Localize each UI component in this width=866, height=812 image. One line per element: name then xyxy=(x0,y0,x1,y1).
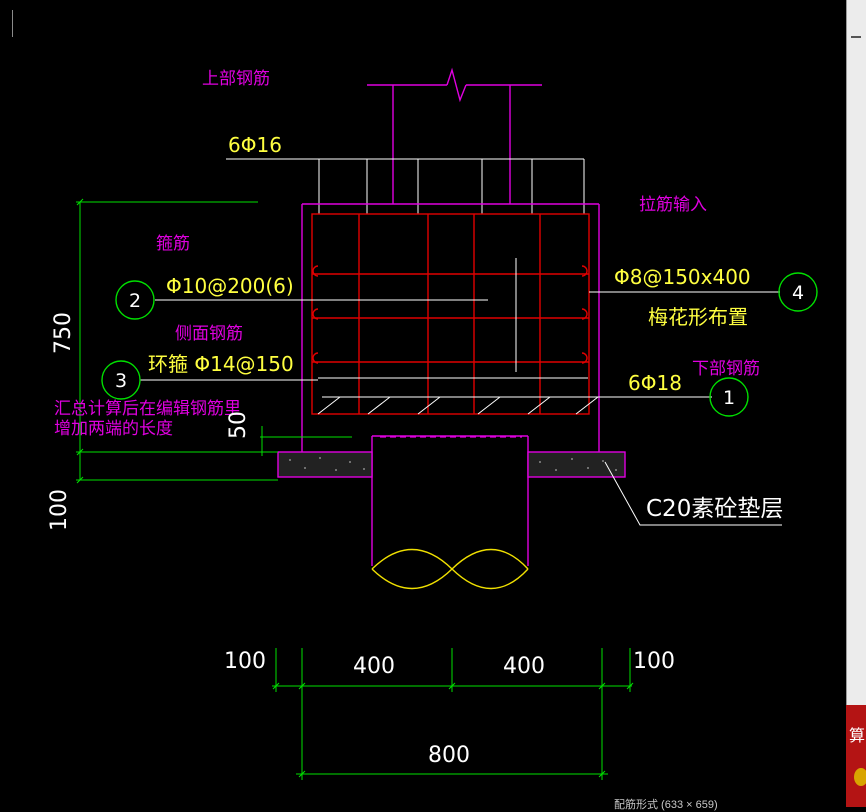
beam-outline xyxy=(301,203,600,566)
spec-tie-rebar-layout: 梅花形布置 xyxy=(648,305,748,329)
dim-cushion-100: 100 xyxy=(47,489,72,531)
dim-left-half-400: 400 xyxy=(353,654,395,679)
label-top-rebar: 上部钢筋 xyxy=(202,69,270,89)
note-line-1: 汇总计算后在编辑钢筋里 xyxy=(54,399,241,419)
dimension-lines xyxy=(76,198,634,780)
stirrup-cage xyxy=(311,213,590,415)
column-break-symbol xyxy=(371,548,529,590)
frame-corner-mark xyxy=(12,10,18,37)
cushion-label: C20素砼垫层 xyxy=(646,496,783,522)
dim-right-half-400: 400 xyxy=(503,654,545,679)
label-tie-rebar-input: 拉筋输入 xyxy=(639,195,707,215)
dim-left-margin-100: 100 xyxy=(224,649,266,674)
note-line-2: 增加两端的长度 xyxy=(54,419,173,439)
callout-number-3: 3 xyxy=(115,370,127,392)
callout-leaders xyxy=(140,299,318,381)
spec-bottom-rebar: 6Φ18 xyxy=(628,371,682,395)
spec-top-rebar: 6Φ16 xyxy=(228,133,282,157)
dim-total-800: 800 xyxy=(428,743,470,768)
label-bottom-rebar: 下部钢筋 xyxy=(692,359,760,379)
callout-circle-2 xyxy=(115,280,155,320)
side-panel-text: 算 xyxy=(849,726,866,745)
spec-tie-rebar: Φ8@150x400 xyxy=(614,265,751,289)
callout-circles xyxy=(101,272,818,417)
side-rebar-hooks xyxy=(312,265,588,364)
callout-circle-1 xyxy=(709,377,749,417)
column-stub xyxy=(367,67,542,204)
label-stirrup: 箍筋 xyxy=(156,234,190,254)
callout-number-1: 1 xyxy=(723,387,735,409)
cushion-leader xyxy=(604,461,782,526)
minimize-icon[interactable] xyxy=(851,36,861,38)
callout-circle-3 xyxy=(101,360,141,400)
label-side-rebar: 侧面钢筋 xyxy=(175,324,243,344)
callout-circle-4 xyxy=(778,272,818,312)
side-badge-icon xyxy=(854,768,866,786)
cad-drawing-area[interactable] xyxy=(0,0,846,807)
callout-number-2: 2 xyxy=(129,290,141,312)
dim-cover-50: 50 xyxy=(226,411,251,439)
dim-height-750: 750 xyxy=(51,312,76,354)
callout-number-4: 4 xyxy=(792,282,804,304)
dim-right-margin-100: 100 xyxy=(633,649,675,674)
top-rebar-leaders xyxy=(226,158,585,214)
status-tooltip: 配筋形式 (633 × 659) xyxy=(614,799,718,811)
cushion-layer xyxy=(277,451,626,478)
bottom-rebar xyxy=(317,396,712,415)
spec-stirrup: Φ10@200(6) xyxy=(166,274,294,298)
side-ad-panel[interactable] xyxy=(846,705,866,807)
side-panel xyxy=(846,0,866,807)
spec-side-rebar: 环箍 Φ14@150 xyxy=(148,352,294,376)
tie-rebar-lines xyxy=(312,258,780,379)
